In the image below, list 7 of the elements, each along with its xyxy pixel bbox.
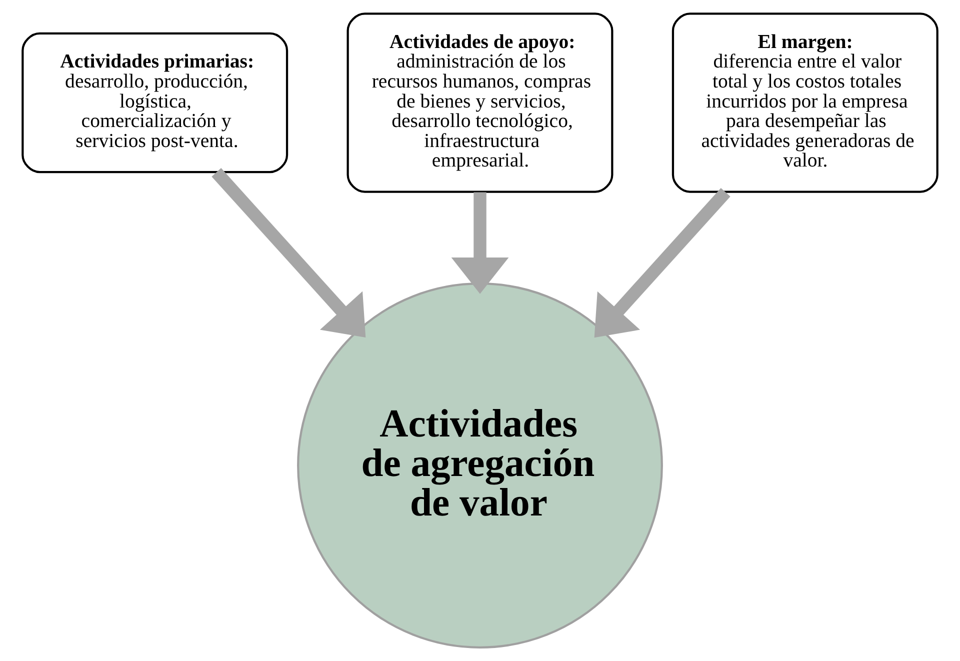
node-box: Actividades primarias: desarrollo, producción, logística, comercialización y servicios post-venta. [22,32,288,174]
node-box: Actividades de apoyo: administración de los recursos humanos, compras de bienes y servicios, desarrollo tecnológico, infraestructura empresarial. [346,12,614,193]
node-circle: Actividades de agregación de valor [297,282,663,648]
node-box: El margen: diferencia entre el valor total y los costos totales incurridos por la empresa para desempeñar las actividades generadoras de valor. [672,12,938,193]
arrow [594,188,730,338]
arrow [451,192,509,294]
arrow [212,168,366,338]
